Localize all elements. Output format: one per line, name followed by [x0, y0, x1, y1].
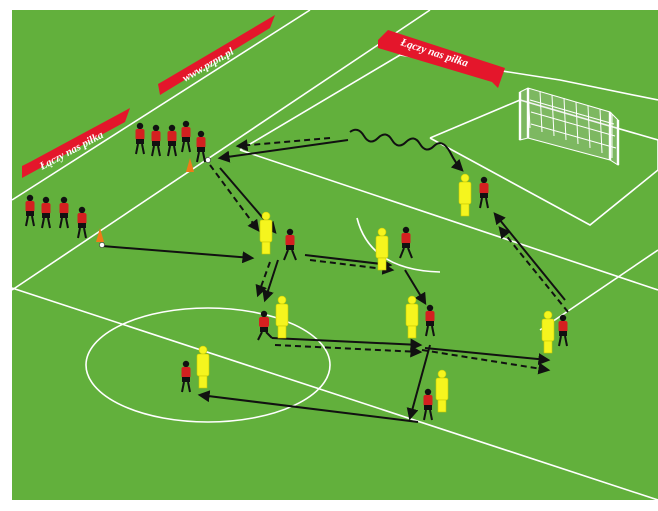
ball	[99, 242, 104, 247]
pitch	[12, 10, 658, 500]
ball	[205, 157, 210, 162]
grass-surface	[12, 10, 658, 500]
